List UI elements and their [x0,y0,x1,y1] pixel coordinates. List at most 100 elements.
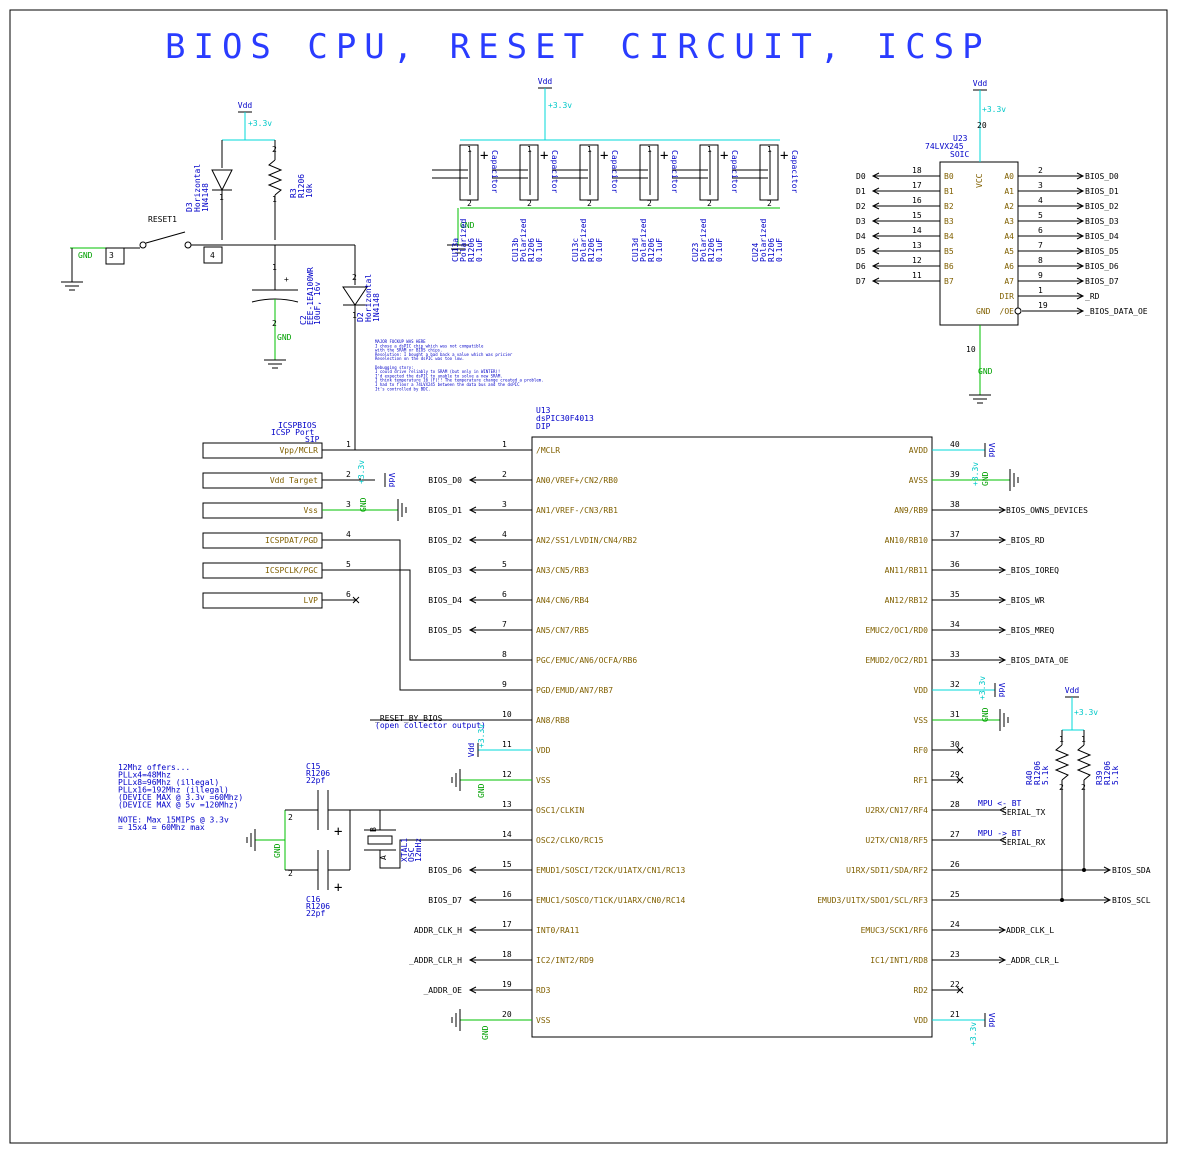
pin: 21 [950,1010,960,1019]
gnd-label: GND [981,471,990,486]
diode-d2 [342,286,368,306]
u13-right-net: _BIOS_IOREQ [1006,566,1059,575]
arrow-right [1076,217,1085,225]
vdd-label: Vdd [467,743,476,758]
pin: 1 [467,145,472,154]
arrow-right [1076,232,1085,240]
u13-left-net: BIOS_D0 [428,476,462,485]
pin: 2 [352,273,357,282]
pin: 16 [502,890,512,899]
d3-ref: D3 [185,202,194,212]
u13-right-pin-label: VSS [914,716,929,725]
osc-note: (DEVICE MAX @ 3.3v =60Mhz) [118,793,243,802]
u23-a-label: A1 [1004,187,1014,196]
arrow-right [998,566,1007,574]
debug-note: I think temperature 16 (F)!! The tempera… [375,378,544,383]
cap-ref: CU13c [571,238,580,262]
pin: 4 [346,530,351,539]
pin: 2 [527,199,532,208]
switch-contact [139,241,147,249]
u13-left-pin-label: AN0/VREF+/CN2/RB0 [536,476,618,485]
cap-foot: R1206 [467,238,476,262]
u13-right-pin-label: EMUD2/OC2/RD1 [865,656,928,665]
vdd-symbol: Vdd [984,443,996,458]
arrow-right [1076,247,1085,255]
u23-a-label: A6 [1004,262,1014,271]
u13-left-pin-label: AN1/VREF-/CN3/RB1 [536,506,618,515]
arrow-left [998,806,1007,814]
u13-right-pin-label: IC1/INT1/RD8 [870,956,928,965]
icsp-pkg: SIP [305,435,320,444]
pin: 25 [950,890,960,899]
arrow-right [1076,292,1085,300]
u23-a-label: DIR [1000,292,1015,301]
r40-ref: R40 [1025,770,1034,785]
pin: 4 [1038,196,1043,205]
pin: 2 [467,199,472,208]
vdd-symbol: Vdd [1065,686,1079,698]
vdd-label: Vdd [238,101,253,110]
u23-b-net: D0 [856,172,866,181]
u13-body [531,436,933,1038]
pin: 28 [950,800,960,809]
ground-symbol [447,244,469,254]
u13-left-pin-label: EMUD1/SOSCI/T2CK/U1ATX/CN1/RC13 [536,866,685,875]
resistor-r3 [267,159,283,196]
u13-right-pin-label: VDD [914,686,929,695]
net-3v3: +3.3v [978,676,987,700]
osc-note: (DEVICE MAX @ 5v =120Mhz) [118,801,238,810]
ground-symbol [451,769,461,791]
u13-left-pin-label: AN5/CN7/RB5 [536,626,589,635]
sheet-title: BIOS CPU, RESET CIRCUIT, ICSP [165,27,991,67]
arrow-right [998,506,1007,514]
pin: 35 [950,590,960,599]
u13-left-pin-label: PGC/EMUC/AN6/OCFA/RB6 [536,656,637,665]
xtal-val: 12mHz [414,838,423,862]
u23-a-net: BIOS_D1 [1085,187,1119,196]
vdd-label: Vdd [538,77,553,86]
net-3v3: +3.3v [969,1022,978,1046]
pin: 3 [109,251,114,260]
u23-part: 74LVX245 [925,142,964,151]
pin: 2 [587,199,592,208]
u23-b-net: D6 [856,262,866,271]
u13-right-net: SERIAL_RX [1002,838,1046,847]
u13-right-net: SERIAL_TX [1002,808,1046,817]
pin: 3 [1038,181,1043,190]
u13-right-pin-label: AN12/RB12 [885,596,929,605]
r39-ref: R39 [1095,770,1104,785]
polarity-mark: + [600,148,608,164]
arrow-left [468,896,477,904]
debug-note: MAJOR FUCKUP WAS HERE [375,339,426,344]
u23-b-net: D1 [856,187,866,196]
vdd-label: Vdd [987,443,996,458]
pin: 13 [912,241,922,250]
u23-a-net: BIOS_D6 [1085,262,1119,271]
u13-left-pin-label: OSC1/CLKIN [536,806,584,815]
cap-ref: CU24 [751,243,760,262]
c16-val: 22pf [306,909,325,918]
pin: 1 [352,311,357,320]
cap-type: Capacitor [730,150,739,194]
pin: 1 [707,145,712,154]
pin: 30 [950,740,960,749]
u13-part: dsPIC30F4013 [536,414,594,423]
arrow-left [468,956,477,964]
pin: 6 [1038,226,1043,235]
arrow-right [1103,866,1112,874]
vdd-symbol: Vdd [994,683,1006,697]
arrow-left [468,566,477,574]
u23-b-label: B1 [944,187,954,196]
arrow-left [871,217,880,225]
cap-pkg: Polarized [699,218,708,262]
no-connect [956,986,964,994]
pin: 17 [502,920,512,929]
ground-symbol [397,499,407,521]
cap-val: 0.1uF [475,238,484,262]
arrow-right [1076,307,1085,315]
pin: 1 [1059,735,1064,744]
u13-right-pin-label: AN11/RB11 [885,566,929,575]
pgd-net [322,539,532,691]
arrow-left [871,277,880,285]
u13-left-pin-label: AN3/CN5/RB3 [536,566,589,575]
